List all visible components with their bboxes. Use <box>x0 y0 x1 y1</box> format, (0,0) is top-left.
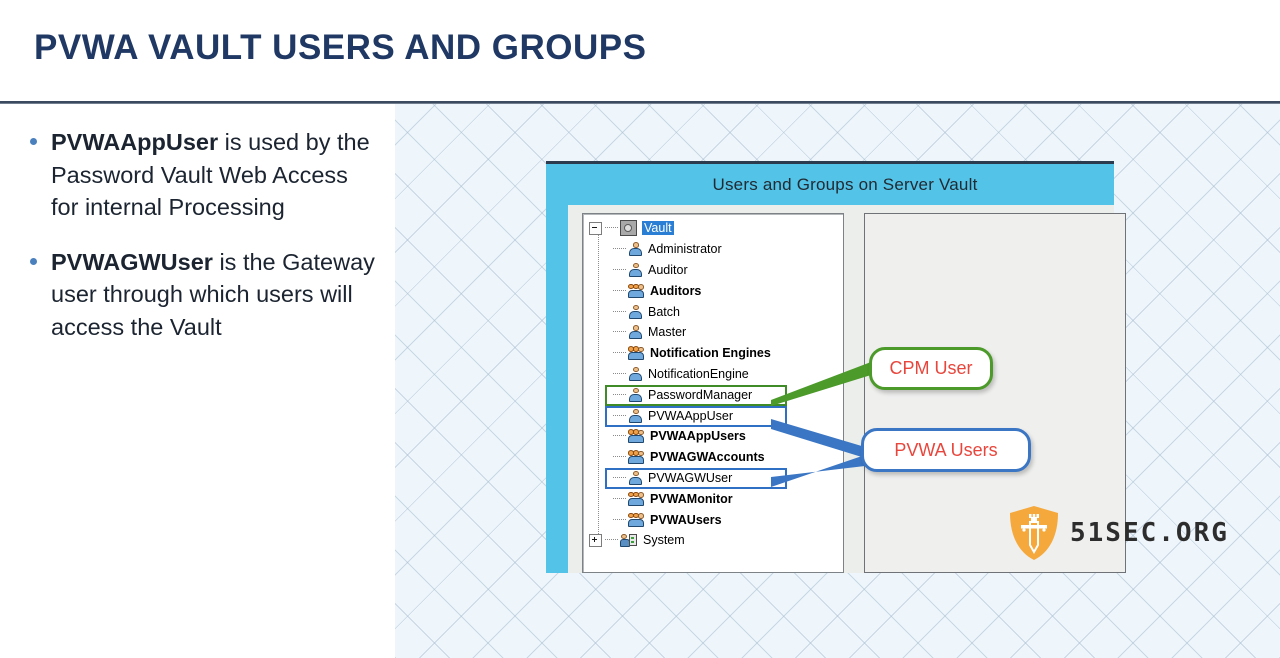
tree-node-label: Administrator <box>648 242 722 257</box>
watermark: 51SEC.ORG <box>1008 505 1229 561</box>
dialog-title: Users and Groups on Server Vault <box>712 174 978 194</box>
tree-node-notification-engines[interactable]: Notification Engines <box>587 343 843 364</box>
tree-node-batch[interactable]: Batch <box>587 301 843 322</box>
shield-sword-icon <box>1010 506 1058 560</box>
watermark-text: 51SEC.ORG <box>1070 518 1229 548</box>
user-icon <box>628 387 643 402</box>
bullet-list: PVWAAppUser is used by the Password Vaul… <box>22 126 392 365</box>
group-icon <box>628 450 645 465</box>
dialog-titlebar: Users and Groups on Server Vault <box>546 164 1114 205</box>
tree-node-label: Master <box>648 325 687 340</box>
tree-connector <box>613 393 626 396</box>
bullet-term: PVWAGWUser <box>51 248 213 275</box>
tree-connector <box>613 248 626 250</box>
bullet-term: PVWAAppUser <box>51 129 219 155</box>
group-icon <box>628 491 645 506</box>
tree-node-label: System <box>643 533 685 548</box>
tree-connector <box>613 289 626 292</box>
tree-connector <box>613 310 626 313</box>
bullet-text: PVWAGWUser is the Gateway user through w… <box>51 246 381 344</box>
tree-node-label: PVWAUsers <box>650 512 722 527</box>
tree-node-system[interactable]: System <box>587 530 843 551</box>
tree-node-label: Auditors <box>650 283 702 298</box>
title-divider <box>0 101 1280 104</box>
group-icon <box>628 429 645 444</box>
expand-expander-icon[interactable] <box>589 533 602 547</box>
tree-node-master[interactable]: Master <box>587 322 843 343</box>
bullet-text: PVWAAppUser is used by the Password Vaul… <box>51 126 381 224</box>
tree-node-label: Batch <box>648 304 680 319</box>
tree-node-pvwagwaccounts[interactable]: PVWAGWAccounts <box>587 447 843 468</box>
user-icon <box>628 242 643 257</box>
bullet-body: is the Gateway user through which users … <box>51 248 375 340</box>
tree-node-label: PVWAGWAccounts <box>650 450 765 465</box>
tree-connector <box>613 435 626 437</box>
tree-node-label: PVWAAppUsers <box>650 429 746 444</box>
tree-node-label: PVWAMonitor <box>650 491 733 506</box>
tree-node-pvwaappuser[interactable]: PVWAAppUser <box>587 405 843 426</box>
user-icon <box>628 408 643 423</box>
bullet-dot-icon <box>30 138 37 145</box>
bullet-body: is used by the Password Vault Web Access… <box>51 129 370 220</box>
vault-icon <box>620 220 637 237</box>
tree-node-label: Notification Engines <box>650 346 771 361</box>
user-icon <box>628 470 643 485</box>
tree-connector <box>613 476 626 479</box>
tree-node-administrator[interactable]: Administrator <box>587 239 843 260</box>
tree-connector <box>613 268 626 271</box>
bullet-dot-icon <box>30 257 37 265</box>
tree-node-label: Vault <box>642 221 674 236</box>
user-icon <box>628 262 643 277</box>
tree-connector <box>613 414 626 417</box>
user-icon <box>628 366 643 381</box>
tree-node-auditor[interactable]: Auditor <box>587 260 843 281</box>
tree-node-label: PasswordManager <box>648 387 753 402</box>
tree-node-label: Auditor <box>648 262 688 277</box>
vault-dialog-window: Users and Groups on Server Vault Vault A… <box>546 161 1126 573</box>
collapse-expander-icon[interactable] <box>589 221 602 235</box>
tree-node-pvwaappusers[interactable]: PVWAAppUsers <box>587 426 843 447</box>
tree-connector <box>613 456 626 458</box>
callout-cpm-user: CPM User <box>869 347 993 390</box>
tree-connector <box>613 518 626 521</box>
tree-node-label: PVWAGWUser <box>648 470 733 485</box>
callout-pvwa-users: PVWA Users <box>861 428 1031 472</box>
list-item: PVWAGWUser is the Gateway user through w… <box>22 246 392 344</box>
system-icon <box>620 533 638 547</box>
tree-node-label: PVWAAppUser <box>648 408 733 423</box>
callout-label: PVWA Users <box>894 439 998 460</box>
tree-node-pvwagwuser[interactable]: PVWAGWUser <box>587 468 843 489</box>
tree-node-auditors[interactable]: Auditors <box>587 280 843 301</box>
page-title: PVWA VAULT USERS AND GROUPS <box>34 28 647 67</box>
callout-label: CPM User <box>889 358 973 378</box>
tree-node-pvwausers[interactable]: PVWAUsers <box>587 509 843 530</box>
tree-connector <box>613 372 626 375</box>
user-icon <box>628 325 643 340</box>
tree-node-notificationengine[interactable]: NotificationEngine <box>587 364 843 385</box>
tree-node-pvwamonitor[interactable]: PVWAMonitor <box>587 488 843 509</box>
tree-connector <box>613 331 626 333</box>
tree-connector <box>613 497 626 500</box>
tree-connector <box>605 227 618 229</box>
user-icon <box>628 304 643 319</box>
details-pane[interactable] <box>864 213 1126 573</box>
tree-node-label: NotificationEngine <box>648 366 749 381</box>
tree-connector <box>613 352 626 354</box>
users-groups-tree[interactable]: Vault Administrator Auditor Auditors <box>582 213 844 573</box>
tree-guide-line <box>598 234 600 546</box>
list-item: PVWAAppUser is used by the Password Vaul… <box>22 126 392 224</box>
tree-node-passwordmanager[interactable]: PasswordManager <box>587 384 843 405</box>
tree-connector <box>605 539 618 541</box>
tree-node-vault[interactable]: Vault <box>587 218 843 239</box>
group-icon <box>628 512 645 527</box>
group-icon <box>628 283 645 298</box>
group-icon <box>628 346 645 361</box>
